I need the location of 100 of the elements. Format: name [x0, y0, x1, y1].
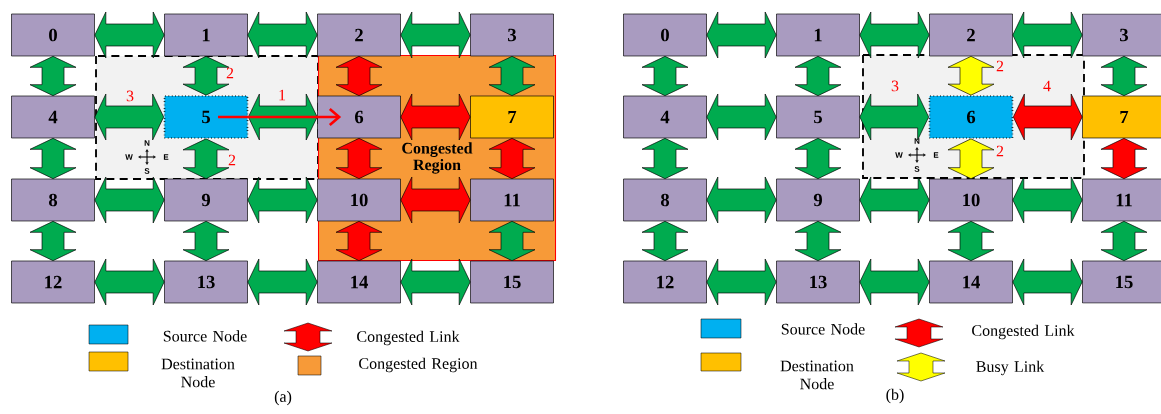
- link-number: 3: [891, 80, 899, 92]
- double-arrow: [706, 258, 777, 306]
- double-arrow: [29, 138, 77, 179]
- router-box: 5: [776, 95, 860, 139]
- double-arrow: [1100, 221, 1148, 261]
- double-arrow: [247, 176, 318, 224]
- legend-label: Destination Node: [161, 358, 235, 388]
- double-arrow: [247, 11, 318, 59]
- router-box: 0: [11, 13, 95, 57]
- legend-label: Destination Node: [780, 360, 854, 390]
- double-arrow: [1012, 258, 1083, 306]
- double-arrow: [794, 138, 842, 179]
- router-box: 10: [317, 178, 401, 222]
- link-number: 1: [279, 89, 286, 101]
- router-box: 10: [929, 178, 1013, 222]
- double-arrow: [706, 93, 777, 141]
- route-arrow: [218, 108, 342, 126]
- compass-letter: W: [895, 152, 903, 158]
- double-arrow: [641, 138, 689, 179]
- double-arrow: [794, 221, 842, 261]
- double-arrow: [641, 56, 689, 96]
- double-arrow: [488, 138, 536, 179]
- router-box: 6: [928, 95, 1014, 139]
- router-box: 8: [11, 178, 95, 222]
- link-number: 2: [996, 60, 1004, 72]
- double-arrow: [94, 176, 165, 224]
- router-box: 7: [1082, 95, 1161, 139]
- legend-label: Source Node: [781, 323, 865, 335]
- link-number: 2: [228, 154, 236, 166]
- double-arrow: [247, 258, 318, 306]
- compass-letter: N: [914, 138, 920, 144]
- subfigure-label: (a): [274, 390, 292, 406]
- double-arrow: [400, 11, 471, 59]
- double-arrow: [859, 11, 930, 59]
- double-arrow: [706, 11, 777, 59]
- router-box: 9: [776, 178, 860, 222]
- router-box: 13: [776, 260, 860, 304]
- router-box: 14: [317, 260, 401, 304]
- router-box: 5: [163, 95, 249, 139]
- router-box: 14: [929, 260, 1013, 304]
- double-arrow: [859, 258, 930, 306]
- legend-label: Busy Link: [976, 360, 1045, 376]
- router-box: 4: [623, 95, 707, 139]
- double-arrow: [1100, 56, 1148, 96]
- router-box: 8: [623, 178, 707, 222]
- router-box: 15: [470, 260, 554, 304]
- double-arrow: [1013, 93, 1083, 141]
- double-arrow: [706, 176, 777, 224]
- subfigure-label: (b): [886, 388, 904, 404]
- router-box: 0: [623, 13, 707, 57]
- link-number: 2: [996, 145, 1004, 157]
- double-arrow: [94, 11, 165, 59]
- router-box: 1: [776, 13, 860, 57]
- double-arrow: [1012, 176, 1083, 224]
- double-arrow: [335, 56, 383, 96]
- double-arrow: [335, 138, 383, 179]
- double-arrow: [1100, 138, 1148, 179]
- router-box: 13: [164, 260, 248, 304]
- link-number: 3: [126, 90, 134, 102]
- double-arrow: [400, 176, 471, 224]
- double-arrow: [94, 258, 165, 306]
- double-arrow: [400, 258, 471, 306]
- double-arrow: [859, 176, 930, 224]
- router-box: 9: [164, 178, 248, 222]
- double-arrow: [641, 221, 689, 261]
- router-box: 3: [1082, 13, 1161, 57]
- double-arrow: [947, 138, 995, 179]
- router-box: 4: [11, 95, 95, 139]
- double-arrow: [29, 56, 77, 96]
- compass-letter: W: [125, 154, 133, 160]
- router-box: 11: [1082, 178, 1161, 222]
- router-box: 12: [11, 260, 95, 304]
- router-box: 11: [470, 178, 554, 222]
- double-arrow: [94, 93, 164, 141]
- compass-letter: E: [933, 152, 939, 158]
- double-arrow: [1012, 11, 1083, 59]
- double-arrow: [488, 221, 536, 261]
- router-box: 1: [164, 13, 248, 57]
- router-box: 15: [1082, 260, 1161, 304]
- double-arrow: [335, 221, 383, 261]
- compass-letter: E: [163, 154, 169, 160]
- double-arrow: [29, 221, 77, 261]
- double-arrow: [859, 93, 929, 141]
- router-box: 2: [317, 13, 401, 57]
- double-arrow: [182, 138, 230, 179]
- double-arrow: [182, 221, 230, 261]
- double-arrow: [400, 93, 471, 141]
- router-box: 6: [317, 95, 401, 139]
- router-box: 2: [929, 13, 1013, 57]
- double-arrow: [488, 56, 536, 96]
- link-number: 2: [226, 67, 234, 79]
- legend-label: Congested Link: [357, 330, 460, 346]
- legend-label: Congested Link: [972, 324, 1075, 340]
- compass-letter: S: [914, 166, 920, 172]
- double-arrow: [794, 56, 842, 96]
- double-arrow: [248, 93, 318, 141]
- double-arrow: [182, 56, 230, 96]
- router-box: 7: [470, 95, 554, 139]
- double-arrow: [947, 221, 995, 261]
- compass-letter: S: [144, 168, 150, 174]
